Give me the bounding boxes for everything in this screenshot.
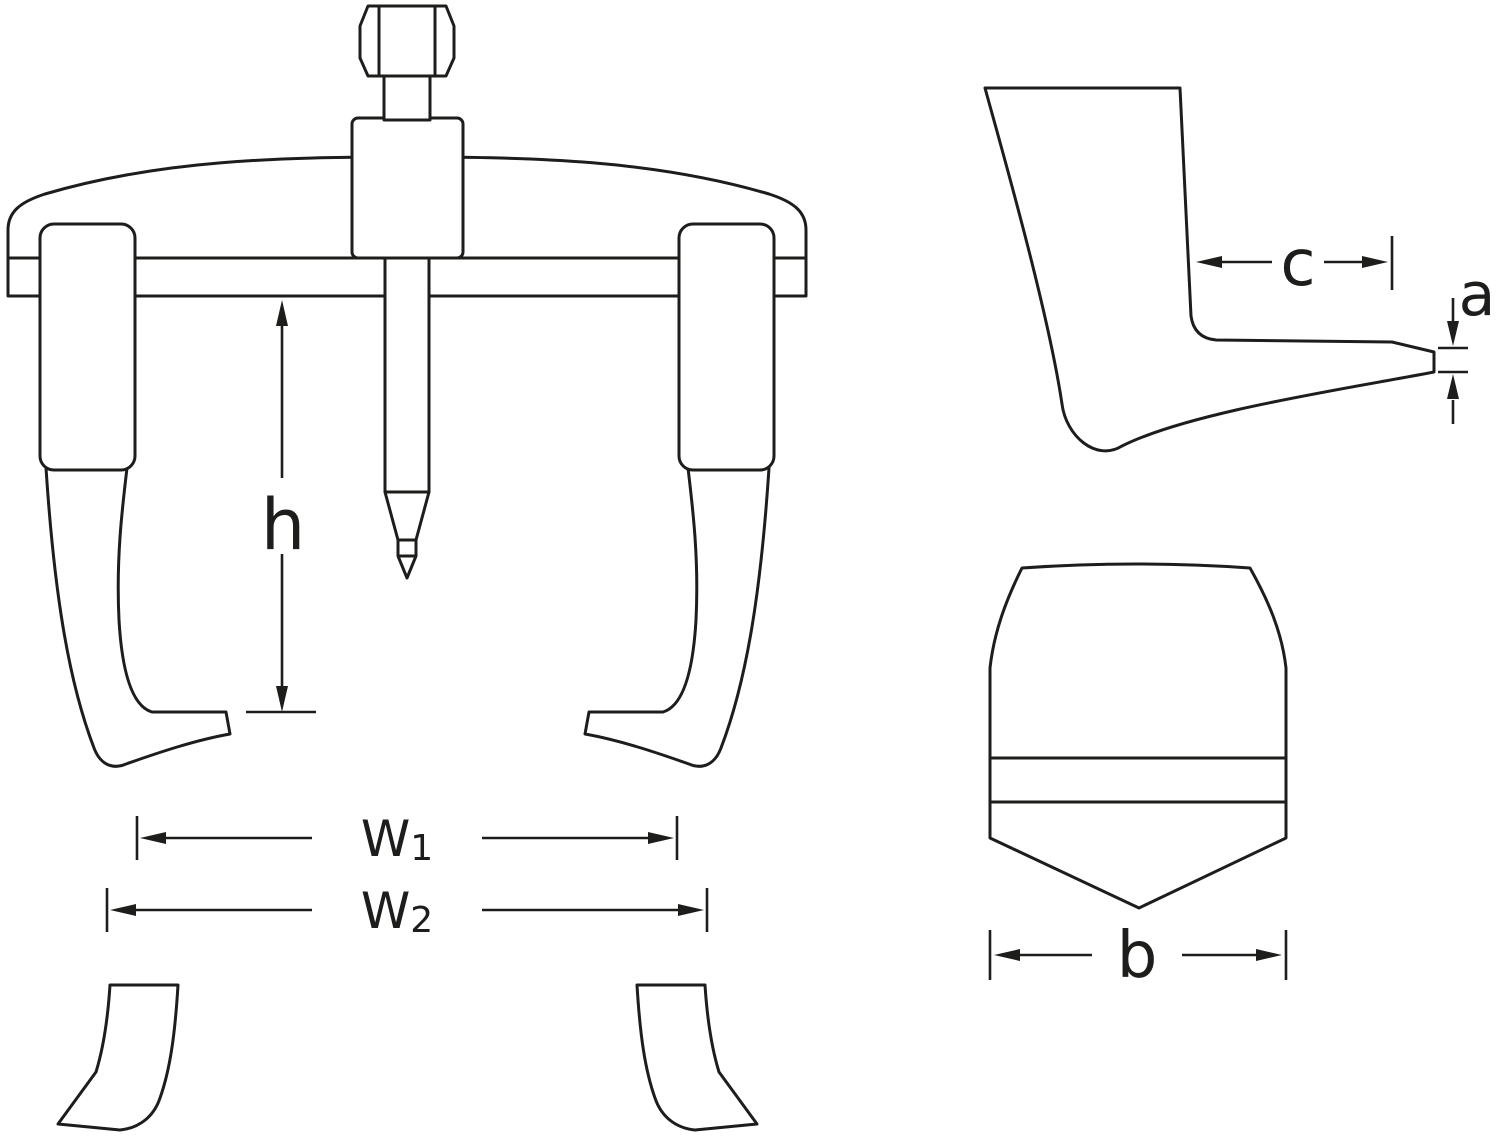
b-arrow-left [994,949,1020,961]
right-leg-hook [583,466,771,768]
w1-label: W1 [361,810,433,869]
bolt-shaft [382,74,432,122]
left-arm [38,222,137,472]
right-arm [677,222,776,472]
spindle-block [350,116,465,260]
claw-side-shape [983,86,1436,453]
dimension-w2: W2 [105,882,709,941]
h-label: h [261,484,305,566]
hook-detail-left-shape [56,983,180,1132]
w1-arrow-right [648,832,674,844]
w1-arrow-left [140,832,166,844]
hook-detail-left [56,983,180,1132]
a-arrow-down [1447,321,1459,346]
c-arrow-left [1196,256,1222,268]
hook-detail-right-shape [635,983,759,1132]
claw-front-view [988,562,1288,910]
w2-arrow-left [110,904,136,916]
w2-label: W2 [361,882,433,941]
h-arrow-bottom [276,686,288,712]
hex-head [358,4,456,78]
puller-front-view [6,4,808,768]
dimension-c: c [1196,227,1394,301]
w2-arrow-right [678,904,704,916]
b-label: b [1117,919,1158,993]
a-label: a [1459,260,1496,330]
dimension-h: h [246,300,316,714]
hook-detail-right [635,983,759,1132]
spindle [383,256,431,580]
dimension-w1: W1 [135,810,679,869]
h-arrow-top [276,300,288,326]
a-arrow-up [1447,374,1459,399]
claw-front-shape [988,562,1288,910]
left-leg-hook [44,466,232,768]
dimension-a: a [1438,260,1495,424]
b-arrow-right [1256,949,1282,961]
c-arrow-right [1362,256,1388,268]
c-label: c [1280,227,1315,301]
claw-side-view [983,86,1436,453]
dimension-b: b [988,919,1288,993]
